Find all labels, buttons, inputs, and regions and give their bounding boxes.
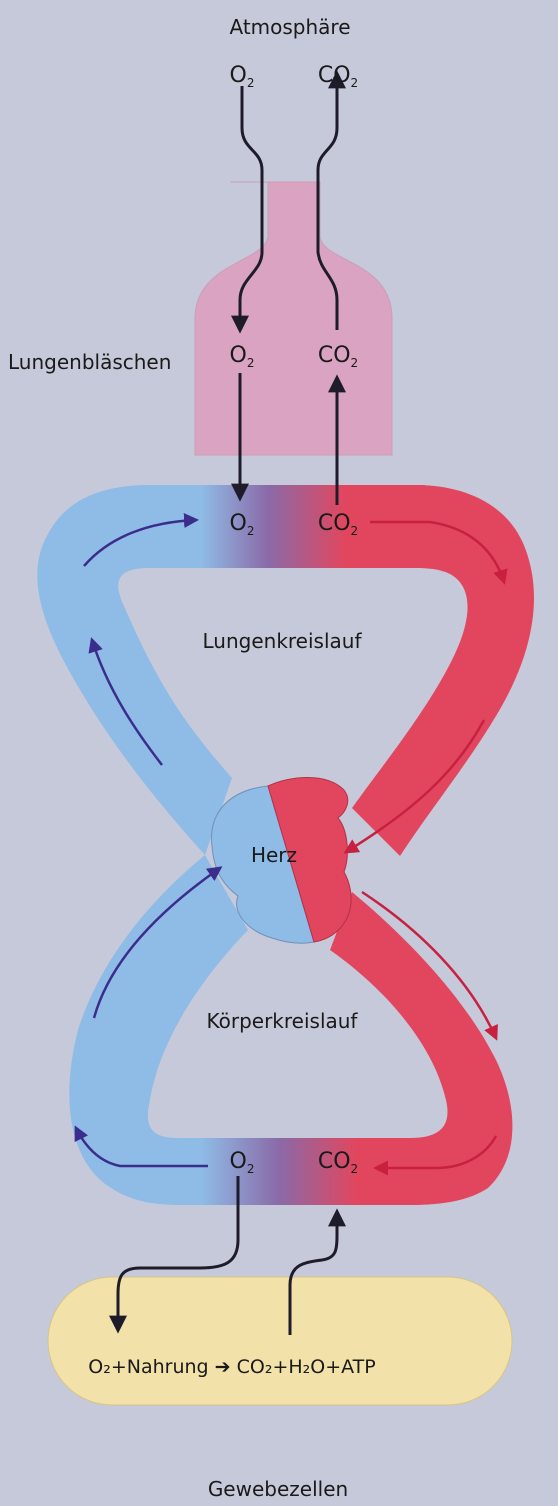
pulmonary-circulation-label: Lungenkreislauf [203,629,363,653]
atmosphere-o2-label: O2 [230,63,255,90]
pulmonary-gas-exchange-band [140,485,425,568]
systemic-circulation-label: Körperkreislauf [207,1009,359,1033]
alveoli-shape [195,182,392,455]
atmosphere-co2-label: CO2 [318,63,358,90]
atmosphere-label: Atmosphäre [229,15,350,39]
alveoli-label: Lungenbläschen [8,350,171,374]
cell-respiration-equation: O₂+Nahrung ➔ CO₂+H₂O+ATP [88,1356,375,1378]
systemic-gas-exchange-band [172,1138,420,1205]
tissue-cells-label: Gewebezellen [208,1477,348,1501]
heart-label: Herz [251,843,297,867]
